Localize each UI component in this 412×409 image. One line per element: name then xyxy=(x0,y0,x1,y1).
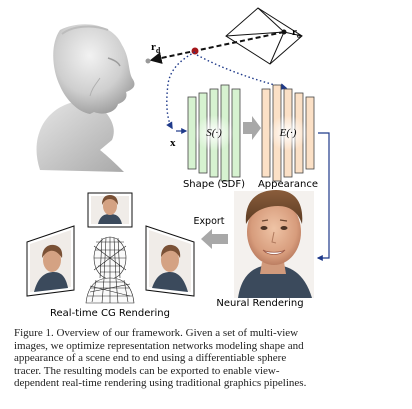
shape-caption: Shape (SDF) xyxy=(183,179,245,190)
shape-network xyxy=(187,84,241,182)
figure-caption: Figure 1. Overview of our framework. Giv… xyxy=(14,327,400,390)
appearance-to-neural-connector xyxy=(316,132,330,261)
export-label: Export xyxy=(193,216,224,227)
sdf-head-render xyxy=(36,24,135,172)
caption-line: images, we optimize representation netwo… xyxy=(14,339,304,352)
cg-view-top xyxy=(87,192,133,228)
wireframe-mesh-head xyxy=(85,236,135,304)
caption-line: dependent real-time rendering using trad… xyxy=(14,377,307,389)
appearance-function-label: E(·) xyxy=(279,127,297,139)
cg-view-left xyxy=(26,225,75,297)
ray-to-x-curve xyxy=(166,51,196,130)
ray-to-appearance-curve xyxy=(196,54,288,90)
appearance-caption: Appearance xyxy=(258,179,318,190)
label-r-o: ro xyxy=(292,26,301,40)
caption-line: Figure 1. Overview of our framework. Giv… xyxy=(14,327,299,339)
appearance-network xyxy=(261,84,315,182)
neural-rendering-label: Neural Rendering xyxy=(216,298,303,309)
cg-view-right xyxy=(145,225,195,297)
label-x: x xyxy=(170,137,176,149)
shape-to-appearance-arrow xyxy=(243,116,261,140)
shape-function-label: S(·) xyxy=(206,127,222,139)
caption-line: appearance of a scene end to end using a… xyxy=(14,352,287,364)
label-r-d: rd xyxy=(151,41,161,55)
camera-ray xyxy=(149,31,285,64)
cg-rendering-label: Real-time CG Rendering xyxy=(50,308,170,319)
neural-rendering-image xyxy=(234,190,314,298)
camera-frustum xyxy=(225,7,303,65)
caption-line: tracer. The resulting models can be expo… xyxy=(14,364,280,377)
ray-sample-point xyxy=(191,47,199,55)
export-arrow xyxy=(201,229,228,249)
ray-direction-point xyxy=(145,58,151,64)
